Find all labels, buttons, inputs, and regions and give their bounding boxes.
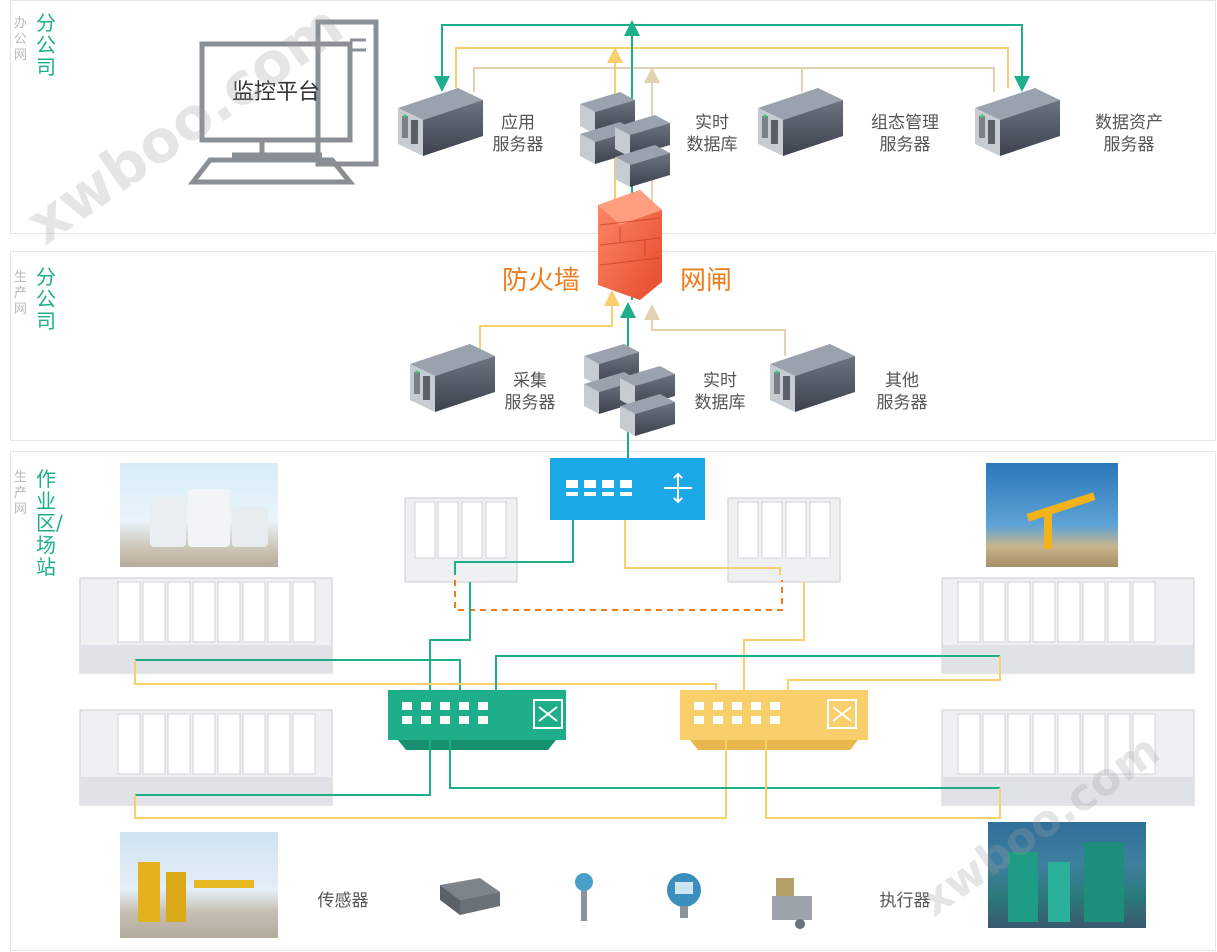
plc-controller-icon-mid-left	[404, 497, 518, 583]
production-zone-green-label: 分公司	[36, 265, 56, 333]
firewall-label: 防火墙	[502, 266, 581, 296]
sensor-icon-box	[440, 878, 500, 915]
production-realtime-db-label: 实时 数据库	[694, 371, 746, 413]
valve-actuator-icon	[772, 878, 812, 929]
plc-rack-icon-left-bottom	[79, 709, 333, 806]
firewall-icon	[598, 190, 662, 300]
office-bus-yellow	[455, 47, 1009, 88]
switch-icon-green	[388, 690, 566, 750]
plc-rack-icon-left-top	[79, 577, 333, 674]
app-server-label: 应用 服务器	[492, 113, 544, 155]
config-server-label: 组态管理 服务器	[871, 113, 939, 155]
config-server-icon	[758, 88, 843, 156]
oil-tanks-photo	[120, 463, 278, 567]
production-realtime-db-icon	[584, 344, 675, 436]
site-zone-grey-label: 生产网	[14, 470, 28, 517]
collection-server-label: 采集 服务器	[504, 371, 556, 413]
office-zone-green-label: 分公司	[36, 11, 56, 79]
office-zone-grey-label: 办公网	[14, 16, 28, 63]
data-asset-server-label: 数据资产 服务器	[1095, 113, 1163, 155]
office-realtime-db-label: 实时 数据库	[686, 113, 738, 155]
oil-pump-photo	[986, 463, 1118, 567]
collection-server-icon	[410, 344, 495, 412]
gateway-label: 网闸	[680, 266, 733, 296]
sensors-label: 传感器	[317, 891, 369, 911]
office-realtime-db-icon	[580, 92, 670, 187]
processing-plant-photo	[988, 822, 1146, 928]
sensor-icon-probe	[575, 873, 593, 921]
site-zone-green-label: 作业区/场站	[36, 467, 63, 579]
router-icon	[550, 458, 705, 520]
actuators-label: 执行器	[879, 891, 931, 911]
sensor-icon-transmitter	[667, 873, 701, 918]
office-bus-green	[441, 24, 1023, 80]
plc-rack-icon-right-bottom	[941, 709, 1195, 806]
plc-controller-icon-mid-right	[727, 497, 841, 583]
app-server-icon	[398, 88, 483, 156]
switch-icon-yellow	[680, 690, 868, 750]
production-zone-grey-label: 生产网	[14, 270, 28, 317]
other-server-icon	[770, 344, 855, 412]
computer-monitor-icon	[187, 19, 379, 185]
monitor-platform-label: 监控平台	[231, 80, 320, 105]
office-bus-beige	[473, 67, 995, 92]
gas-station-photo	[120, 832, 278, 938]
other-server-label: 其他 服务器	[876, 371, 928, 413]
data-asset-server-icon	[975, 88, 1060, 156]
plc-rack-icon-right-top	[941, 577, 1195, 674]
